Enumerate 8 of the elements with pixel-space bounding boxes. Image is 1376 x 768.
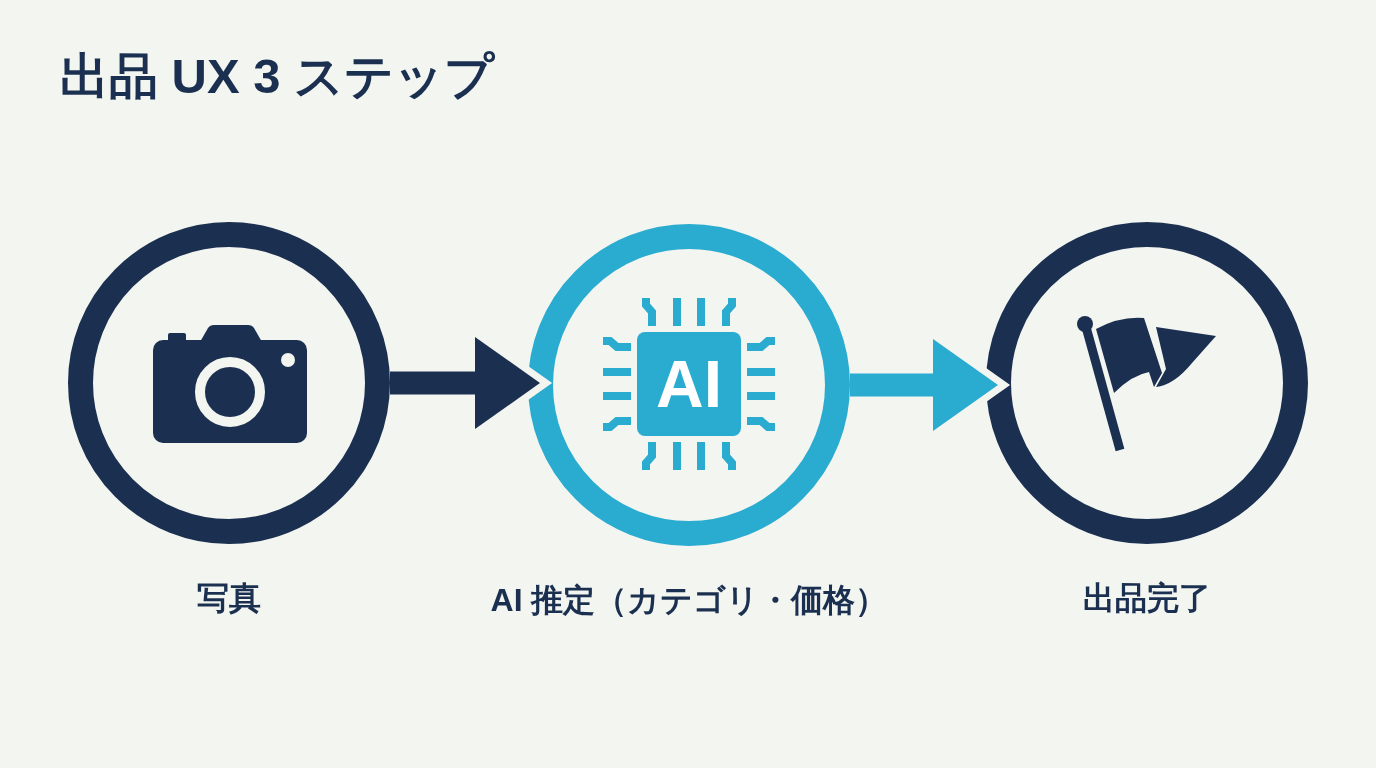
ai-chip bbox=[601, 296, 777, 472]
diagram-title: 出品 UX 3 ステップ bbox=[60, 48, 495, 105]
arrow bbox=[390, 337, 540, 429]
step-label: AI 推定（カテゴリ・価格） bbox=[490, 581, 888, 620]
step-label: 出品完了 bbox=[1083, 579, 1211, 618]
chip-label: AI bbox=[656, 351, 722, 417]
step-label: 写真 bbox=[197, 579, 261, 618]
arrow bbox=[850, 339, 998, 431]
